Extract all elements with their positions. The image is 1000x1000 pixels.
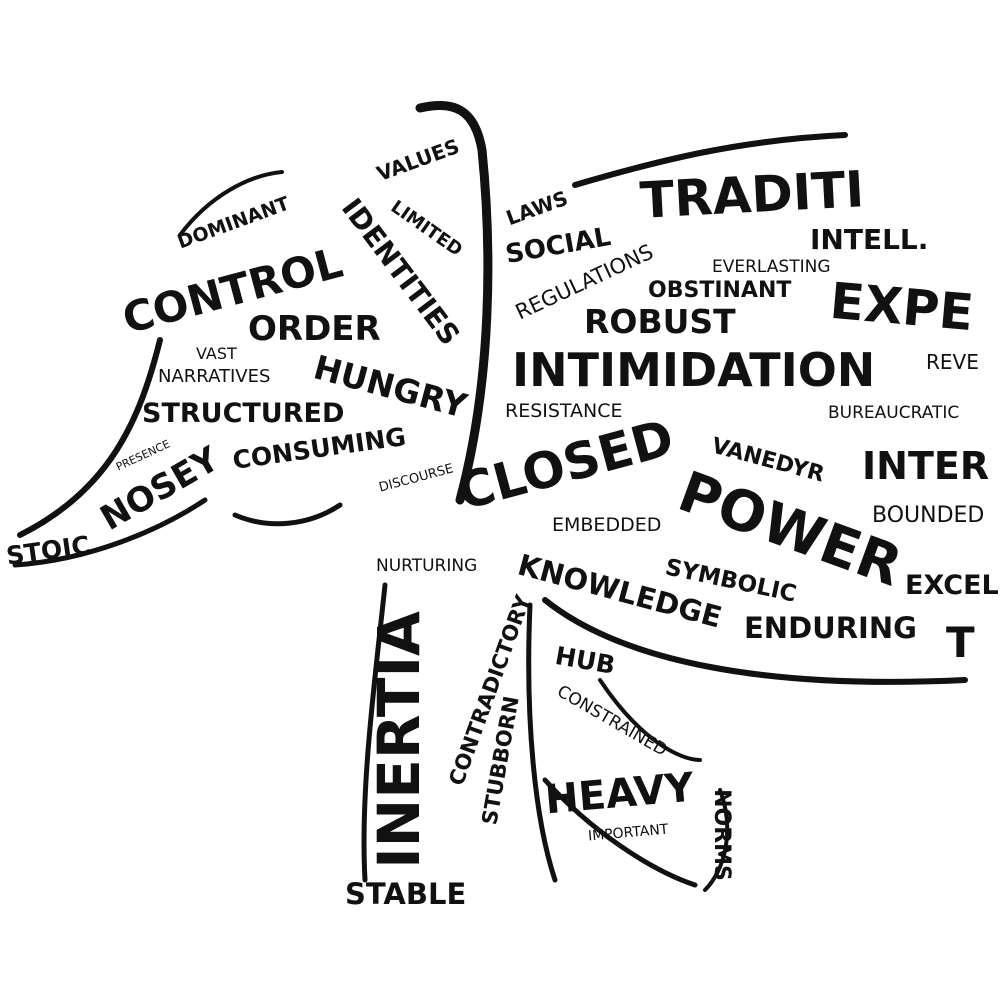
ear-outline <box>415 100 493 505</box>
back-leg-outline <box>542 777 698 888</box>
mouth-outline <box>232 502 343 527</box>
word-narratives: NARRATIVES <box>158 366 271 387</box>
trunk-outline <box>17 337 163 538</box>
word-expe: EXPE <box>827 271 976 343</box>
word-embedded: EMBEDDED <box>552 514 662 536</box>
word-t: T <box>946 618 975 667</box>
word-excel: EXCEL <box>905 570 999 601</box>
word-stable: STABLE <box>345 877 467 911</box>
word-obstinant: OBSTINANT <box>648 278 792 303</box>
trunk-bottom-outline <box>12 497 208 568</box>
word-norms: NORMS <box>708 789 734 881</box>
foot-outline <box>703 788 730 892</box>
word-resistance: RESISTANCE <box>505 400 623 422</box>
word-traditi: TRADITI <box>638 160 866 230</box>
word-order: ORDER <box>248 309 381 349</box>
word-enduring: ENDURING <box>744 611 917 645</box>
word-robust: ROBUST <box>584 302 736 341</box>
front-leg-outline <box>361 582 388 883</box>
word-reve: REVE <box>926 350 979 374</box>
word-bounded: BOUNDED <box>872 503 985 528</box>
back-outline <box>572 132 848 188</box>
word-intell: INTELL. <box>810 223 929 256</box>
word-vast: VAST <box>196 344 237 363</box>
word-intimidation: INTIMIDATION <box>512 343 876 397</box>
head-top-outline <box>178 170 284 237</box>
word-structured: STRUCTURED <box>142 398 345 429</box>
word-nurturing: NURTURING <box>376 556 478 576</box>
inner-leg-outline <box>526 602 558 883</box>
word-inertia: INERTIA <box>364 611 433 869</box>
word-inter: INTER <box>862 444 990 488</box>
word-bureaucratic: BUREAUCRATIC <box>828 403 960 423</box>
belly-outline <box>542 597 968 685</box>
word-everlasting: EVERLASTING <box>712 257 831 277</box>
back-leg-rear-outline <box>598 678 702 762</box>
